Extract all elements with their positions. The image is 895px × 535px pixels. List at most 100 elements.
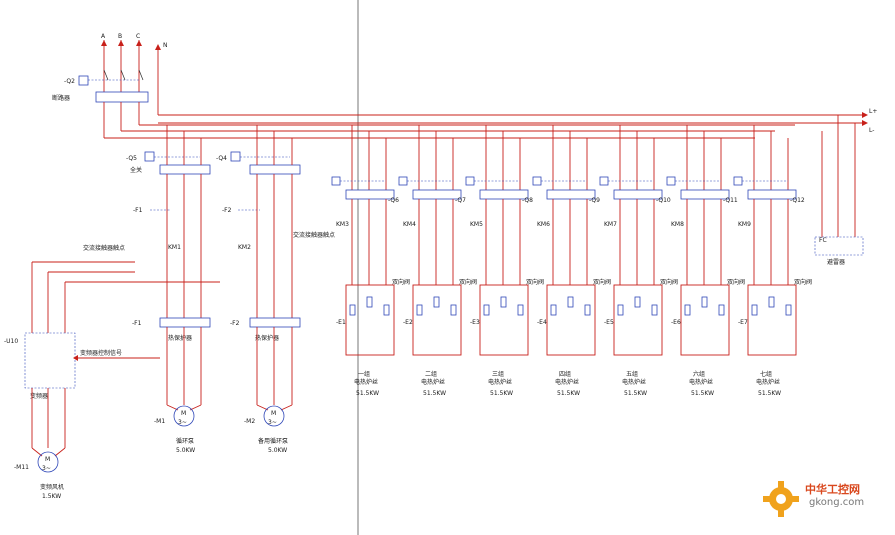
m2-name: 备用循环泵 [258,437,288,445]
heater-breaker-tag: -Q11 [723,197,738,204]
heater-relay-label: 双向阀 [392,278,410,286]
heater-relay-label: 双向阀 [526,278,544,286]
heater-contactor-tag: KM8 [671,221,684,228]
heater-breaker-tag: -Q9 [589,197,600,204]
q5-tag: -Q5 [126,155,137,162]
heater-group-power: 51.5KW [423,390,446,397]
vfd-name: 变频器 [30,392,48,400]
heater-group-name: 一组 [358,370,370,378]
phase-n-label: N [163,42,168,49]
heater-element-tag: -E1 [336,319,346,326]
m2-tag: -M2 [244,418,255,425]
gear-icon [763,481,799,517]
heater-contactor-tag: KM6 [537,221,550,228]
heater-relay-label: 双向阀 [593,278,611,286]
heater-group-name: 二组 [425,370,437,378]
heater-group-desc: 电热炉丝 [622,378,646,386]
heater-group-power: 51.5KW [356,390,379,397]
heater-group-power: 51.5KW [691,390,714,397]
distribution-bus [103,102,795,139]
vfd-u10: -U10 变频器 变频器控制信号 [4,261,220,448]
heater-relay-label: 双向阀 [660,278,678,286]
heater-breaker-tag: -Q7 [455,197,466,204]
heater-element-tag: -E4 [537,319,547,326]
svg-text:3~: 3~ [42,465,51,472]
heater-group-name: 三组 [492,370,504,378]
svg-text:M: M [271,410,276,417]
heater-group-desc: 电热炉丝 [555,378,579,386]
heater-element-tag: -E5 [604,319,614,326]
heater-breaker-tag: -Q8 [522,197,533,204]
dc-bus: L+ L- [158,108,877,134]
heater-element-tag: -E7 [738,319,748,326]
m1-tag: -M1 [154,418,165,425]
u10-tag: -U10 [4,338,18,345]
heater-contactor-tag: KM9 [738,221,751,228]
pump-branch-2: -F2 KM2 交流接触器触点 -F2 热保护器 [222,174,335,405]
fr1-note: 热保护器 [168,334,192,342]
heater-contactor-tag: KM5 [470,221,483,228]
phase-inputs: A B C N [101,33,168,115]
heater-group-desc: 电热炉丝 [488,378,512,386]
q2-tag: -Q2 [64,78,75,85]
pump-branch-1: -F1 KM1 交流接触器触点 -F1 热保护器 [83,174,211,405]
bus-minus-label: L- [869,127,874,134]
watermark-url: gkong.com [809,497,865,508]
heater-group-name: 六组 [693,370,705,378]
svg-text:3~: 3~ [178,419,187,426]
heater-breaker-tag: -Q6 [388,197,399,204]
heater-element-tag: -E3 [470,319,480,326]
heater-group-desc: 电热炉丝 [354,378,378,386]
heater-group-desc: 电热炉丝 [421,378,445,386]
km2-tag: KM2 [238,244,251,251]
lightning-arrester: FC 避雷器 [814,115,864,266]
heater-group-power: 51.5KW [490,390,513,397]
heater-element-tag: -E6 [671,319,681,326]
km1-note: 交流接触器触点 [83,244,125,252]
fr2-note: 热保护器 [255,334,279,342]
heater-relay-label: 双向阀 [727,278,745,286]
m11-power: 1.5KW [42,493,61,500]
heater-group-power: 51.5KW [557,390,580,397]
motor-m2: M 3~ -M2 备用循环泵 5.0KW [244,404,293,454]
bus-plus-label: L+ [869,108,877,115]
heater-group-desc: 电热炉丝 [756,378,780,386]
motor-m11: M 3~ -M11 变频风机 1.5KW [14,447,66,500]
svg-text:M: M [45,456,50,463]
heater-group-name: 七组 [760,370,772,378]
watermark: 中华工控网 gkong.com [755,477,885,521]
svg-text:3~: 3~ [268,419,277,426]
lightning-name: 避雷器 [827,258,845,266]
heater-groups: -Q6KM3双向阀-E1一组电热炉丝51.5KW-Q7KM4双向阀-E2二组电热… [331,125,812,397]
fr2-tag: -F2 [230,320,240,327]
pump-breaker-q4: -Q4 [216,125,301,175]
vfd-signal: 变频器控制信号 [80,349,122,357]
m11-tag: -M11 [14,464,29,471]
heater-group-power: 51.5KW [624,390,647,397]
phase-b: B [118,33,124,100]
heater-element-tag: -E2 [403,319,413,326]
watermark-title: 中华工控网 [805,483,860,496]
heater-group-name: 四组 [559,370,571,378]
m1-name: 循环泵 [176,437,194,445]
q4-tag: -Q4 [216,155,227,162]
km2-note: 交流接触器触点 [293,231,335,239]
phase-a: A [101,33,107,100]
heater-group-name: 五组 [626,370,638,378]
heater-contactor-tag: KM4 [403,221,416,228]
heater-group-power: 51.5KW [758,390,781,397]
heater-contactor-tag: KM3 [336,221,349,228]
svg-text:M: M [181,410,186,417]
main-breaker-q2: -Q2 断路器 [52,69,149,103]
phase-c-label: C [136,33,140,40]
q2-name: 断路器 [52,94,70,102]
heater-contactor-tag: KM7 [604,221,617,228]
